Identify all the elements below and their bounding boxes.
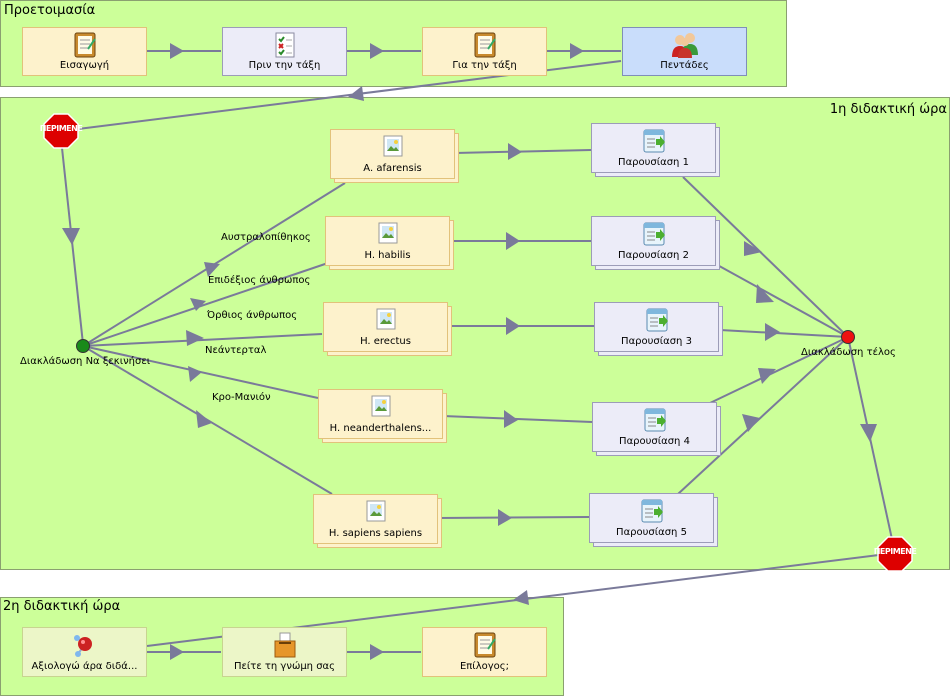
branch-label-1: Αυστραλοπίθηκος xyxy=(221,232,311,243)
stop-label: ΠΕΡΙΜΕΝΕ xyxy=(39,124,83,133)
notepad-icon xyxy=(474,632,496,658)
activity-evaluation[interactable]: Αξιολογώ άρα διδά... xyxy=(22,627,147,677)
group-title-preparation: Προετοιμασία xyxy=(4,3,96,18)
activity-label: A. afarensis xyxy=(363,163,422,174)
stop-gate-2[interactable]: ΠΕΡΙΜΕΝΕ xyxy=(874,536,917,572)
edge-start-erectus xyxy=(82,333,323,347)
presentation-icon xyxy=(643,222,665,246)
notepad-icon xyxy=(74,32,96,58)
arrowheads xyxy=(62,43,877,660)
activity-species-1[interactable]: A. afarensis xyxy=(330,129,455,179)
group-title-hour-1: 1η διδακτική ώρα xyxy=(829,102,947,117)
stop-sign-icon xyxy=(43,113,79,149)
activity-in-class[interactable]: Για την τάξη xyxy=(422,27,547,76)
activity-label: Εισαγωγή xyxy=(59,60,110,71)
stop-sign-icon xyxy=(877,536,913,572)
activity-label: Παρουσίαση 5 xyxy=(616,527,687,538)
presentation-icon xyxy=(646,308,668,332)
activity-before-class[interactable]: Πριν την τάξη xyxy=(222,27,347,76)
edge-start-habilis xyxy=(82,262,329,347)
activity-intro[interactable]: Εισαγωγή xyxy=(22,27,147,76)
activity-label: H. erectus xyxy=(360,336,411,347)
presentation-icon xyxy=(643,129,665,153)
activity-presentation-2[interactable]: Παρουσίαση 2 xyxy=(591,216,716,266)
picture-icon xyxy=(366,500,385,522)
group-title-hour-2: 2η διδακτική ώρα xyxy=(3,599,121,614)
edge-p3-end xyxy=(719,329,849,338)
branch-end-label: Διακλάδωση τέλος xyxy=(801,347,896,358)
activity-presentation-3[interactable]: Παρουσίαση 3 xyxy=(594,302,719,352)
activity-presentation-5[interactable]: Παρουσίαση 5 xyxy=(589,493,714,543)
activity-label: Πεντάδες xyxy=(660,60,709,71)
picture-icon xyxy=(378,222,397,244)
branch-start-label: Διακλάδωση Να ξεκινήσει xyxy=(20,356,151,367)
picture-icon xyxy=(371,395,390,417)
activity-label: Παρουσίαση 1 xyxy=(618,157,689,168)
activity-species-4[interactable]: H. neanderthalens... xyxy=(318,389,443,439)
activity-label: Για την τάξη xyxy=(452,60,517,71)
edge-afarensis-p1 xyxy=(454,149,592,154)
activity-groups-of-five[interactable]: Πεντάδες xyxy=(622,27,747,76)
edge-end-stop2 xyxy=(847,336,896,554)
activity-species-2[interactable]: H. habilis xyxy=(325,216,450,266)
edge-p2-end xyxy=(711,261,849,338)
activity-label: H. habilis xyxy=(364,250,411,261)
activity-label: Πριν την τάξη xyxy=(248,60,321,71)
branch-start-dot[interactable] xyxy=(76,339,90,353)
ballot-box-icon xyxy=(274,632,295,658)
edge-sapiens-p5 xyxy=(437,516,590,519)
activity-label: H. sapiens sapiens xyxy=(328,528,423,539)
notepad-icon xyxy=(474,32,496,58)
activity-species-5[interactable]: H. sapiens sapiens xyxy=(313,494,438,544)
edge-p5-end xyxy=(677,336,849,495)
edge-p1-end xyxy=(682,176,849,338)
activity-label: Παρουσίαση 4 xyxy=(619,436,690,447)
activity-label: Επίλογος; xyxy=(459,661,510,672)
activity-opinion[interactable]: Πείτε τη γνώμη σας xyxy=(222,627,347,677)
edge-p4-end xyxy=(709,336,849,404)
picture-icon xyxy=(376,308,395,330)
molecule-icon xyxy=(73,635,92,657)
checklist-icon xyxy=(275,32,294,58)
activity-species-3[interactable]: H. erectus xyxy=(323,302,448,352)
activity-presentation-4[interactable]: Παρουσίαση 4 xyxy=(592,402,717,452)
presentation-icon xyxy=(641,499,663,523)
activity-label: H. neanderthalens... xyxy=(329,423,432,434)
activity-label: Παρουσίαση 2 xyxy=(618,250,689,261)
branch-label-4: Νεάντερταλ xyxy=(205,345,267,356)
branch-label-5: Κρο-Μανιόν xyxy=(212,392,271,403)
activity-presentation-1[interactable]: Παρουσίαση 1 xyxy=(591,123,716,173)
stop-gate-1[interactable]: ΠΕΡΙΜΕΝΕ xyxy=(40,113,83,149)
edge-neanderthal-p4 xyxy=(442,415,593,423)
presentation-icon xyxy=(644,408,666,432)
edge-stop1-start xyxy=(61,147,84,345)
picture-icon xyxy=(383,135,402,157)
activity-label: Παρουσίαση 3 xyxy=(621,336,692,347)
group-people-icon xyxy=(671,33,698,58)
stop-label: ΠΕΡΙΜΕΝΕ xyxy=(873,547,917,556)
branch-label-2: Επιδέξιος άνθρωπος xyxy=(208,275,311,286)
activity-epilogue[interactable]: Επίλογος; xyxy=(422,627,547,677)
branch-label-3: Όρθιος άνθρωπος xyxy=(207,310,298,321)
activity-label: Αξιολογώ άρα διδά... xyxy=(31,661,138,672)
branch-end-dot[interactable] xyxy=(841,330,855,344)
activity-label: Πείτε τη γνώμη σας xyxy=(233,661,335,672)
